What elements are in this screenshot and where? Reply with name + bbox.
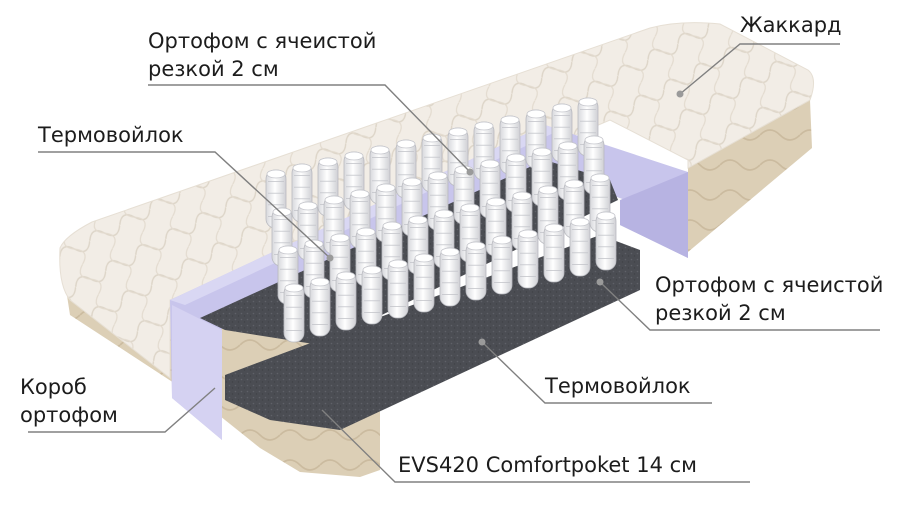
label-orthofoam-top-line1: Ортофом с ячеистой [148, 29, 377, 53]
pocket-spring [595, 211, 617, 271]
pocket-spring [387, 259, 409, 319]
label-box-line2: ортофом [20, 403, 118, 427]
leader-lines [28, 43, 880, 483]
pocket-spring [511, 191, 533, 251]
pocket-spring [361, 265, 383, 325]
leader-thermofelt-bottom [481, 341, 712, 404]
pocket-spring [517, 229, 539, 289]
label-thermofelt-top: Термовойлок [38, 123, 184, 147]
quilted-top-surface [59, 22, 814, 380]
label-jacquard: Жаккард [740, 13, 842, 37]
pocket-spring [355, 227, 377, 287]
pocket-spring [439, 247, 461, 307]
pocket-spring [413, 253, 435, 313]
label-box-line1: Короб [20, 375, 87, 399]
spring-block [265, 97, 617, 343]
label-orthofoam-right-line1: Ортофом с ячеистой [655, 273, 884, 297]
label-orthofoam-top-line2: резкой 2 см [148, 57, 279, 81]
label-thermofelt-bottom: Термовойлок [545, 374, 691, 398]
pocket-spring [309, 277, 331, 337]
label-spring-block: EVS420 Comfortpoket 14 см [398, 453, 698, 477]
pocket-spring [291, 163, 313, 223]
leader-orthofoam-top [148, 84, 471, 173]
pocket-spring [491, 235, 513, 295]
pocket-spring [335, 271, 357, 331]
pocket-spring [283, 283, 305, 343]
pocket-spring [543, 223, 565, 283]
leader-box [28, 387, 216, 433]
pocket-spring [465, 241, 487, 301]
leader-spring-block [321, 409, 750, 483]
leader-thermofelt-top [38, 151, 331, 259]
leader-orthofoam-right [599, 281, 880, 331]
leader-jacquard [679, 43, 840, 95]
label-orthofoam-right-line2: резкой 2 см [655, 301, 786, 325]
pocket-spring [569, 217, 591, 277]
